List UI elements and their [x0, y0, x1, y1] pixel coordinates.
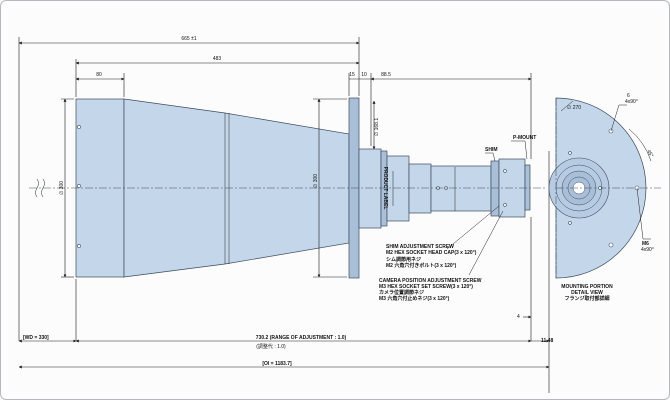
camera-screw-jp-title: カメラ位置調節ネジ	[379, 289, 424, 296]
detail-title: MOUNTING PORTION	[561, 284, 613, 290]
flange-thickness-label: 10	[361, 72, 367, 78]
detail-hole-b: M6	[642, 241, 649, 247]
flange-diameter-label: ∅ 168.1	[374, 118, 380, 136]
leader-lines	[446, 140, 528, 276]
product-label: PRODUCT LABEL	[382, 167, 388, 210]
label-section	[358, 148, 382, 229]
detail-subtitle: DETAIL VIEW	[571, 290, 603, 296]
overall-length-label: 665 ±1	[181, 36, 196, 42]
shim-screw-title: SHIM ADJUSTMENT SCREW	[386, 244, 454, 250]
focus-section	[386, 155, 410, 222]
camera-screw-callout: CAMERA POSITION ADJUSTMENT SCREW M3 HEX …	[379, 278, 482, 302]
shim-screw-jp-title: シム調節用ネジ	[386, 256, 421, 263]
shim-screw-callout: SHIM ADJUSTMENT SCREW M2 HEX SOCKET HEAD…	[386, 244, 477, 269]
shim-screw-jp-spec: M2 六角穴付きボルト(3 x 120°)	[386, 262, 457, 269]
camera-screw-jp-spec: M3 六角穴付止めネジ(3 x 120°)	[379, 295, 450, 302]
shim-screw-spec: M2 HEX SOCKET HEAD CAP(3 x 120°)	[386, 250, 477, 256]
dimension-lines	[18, 41, 550, 369]
detail-hole-a-spec: 4x90°	[625, 99, 638, 105]
mounting-detail-view	[548, 97, 661, 279]
body-length-label: 483	[213, 56, 222, 62]
oi-label: [OI = 1183.7]	[262, 361, 292, 367]
front-offset-label: 4	[517, 314, 520, 320]
detail-hole-b-spec: 4x90°	[641, 247, 654, 253]
p-mount-label: P-MOUNT	[513, 135, 536, 141]
range-adjustment-jp-label: (調整代 : 1.0)	[256, 343, 286, 350]
detail-title-jp: フランジ取付部詳細	[564, 295, 609, 302]
mid-diameter-label: ∅ 300	[313, 174, 319, 188]
camera-screw-spec: M3 HEX SOCKET SET SCREW(3 x 120°)	[379, 284, 473, 290]
flange-gap-label: 15	[349, 72, 355, 78]
wd-label: [WD = 330]	[23, 335, 49, 341]
rear-section-label: 88.5	[381, 72, 391, 78]
shim-label: SHIM	[485, 147, 498, 153]
detail-diameter-label: ∅ 270	[567, 105, 581, 111]
front-diameter-label: ∅ 300	[59, 181, 65, 195]
detail-angle-label: 45°	[645, 149, 654, 159]
rear-offset-label: 11.48	[541, 338, 553, 344]
camera-screw-title: CAMERA POSITION ADJUSTMENT SCREW	[379, 278, 482, 284]
shim-ring	[490, 160, 500, 217]
front-section-label: 80	[96, 72, 102, 78]
detail-hole-a: 6	[627, 93, 630, 99]
range-adjustment-label: 730.2 (RANGE OF ADJUSTMENT : 1.0)	[256, 335, 347, 341]
rear-tube	[430, 165, 492, 212]
break-symbol	[35, 178, 45, 198]
